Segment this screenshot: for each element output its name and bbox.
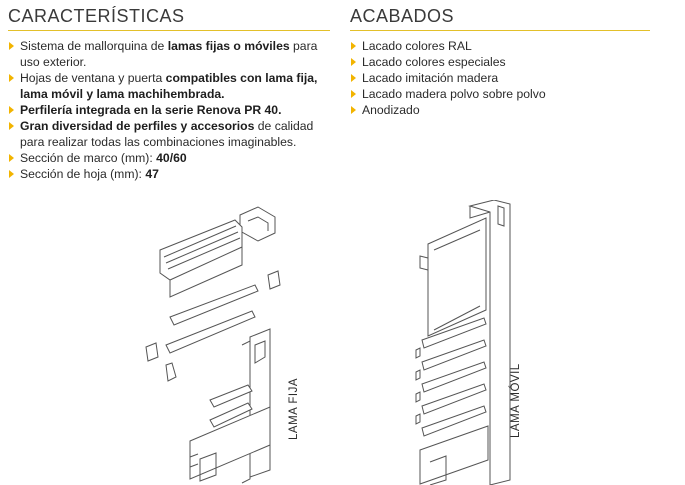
- caracteristica-item: Perfilería integrada en la serie Renova …: [8, 102, 330, 118]
- caracteristica-item: Gran diversidad de perfiles y accesorios…: [8, 118, 330, 150]
- lama-movil-diagram: [415, 200, 511, 485]
- triangle-bullet-icon: [9, 122, 14, 130]
- acabado-item: Anodizado: [350, 102, 650, 118]
- item-text: Lacado colores RAL: [362, 39, 472, 53]
- acabado-item: Lacado colores RAL: [350, 38, 650, 54]
- triangle-bullet-icon: [9, 170, 14, 178]
- item-text: Lacado madera polvo sobre polvo: [362, 87, 546, 101]
- item-text: 47: [145, 167, 159, 181]
- caracteristicas-section: CARACTERÍSTICAS Sistema de mallorquina d…: [8, 0, 330, 182]
- item-text: Lacado colores especiales: [362, 55, 506, 69]
- item-text: lamas fijas o móviles: [167, 39, 290, 53]
- item-text: Sección de marco (mm):: [20, 151, 157, 165]
- triangle-bullet-icon: [9, 74, 14, 82]
- caracteristica-item: Sistema de mallorquina de lamas fijas o …: [8, 38, 330, 70]
- item-text: Lacado imitación madera: [362, 71, 499, 85]
- item-text: 40/60: [156, 151, 187, 165]
- item-text: Sistema de mallorquina de: [20, 39, 168, 53]
- item-text: Perfilería integrada en la serie Renova …: [20, 103, 282, 117]
- caracteristicas-list: Sistema de mallorquina de lamas fijas o …: [8, 38, 330, 182]
- acabados-heading: ACABADOS: [350, 6, 650, 31]
- caracteristica-item: Sección de hoja (mm): 47: [8, 166, 330, 182]
- item-text: compatibles con lama fija, lama móvil y …: [20, 71, 318, 101]
- triangle-bullet-icon: [351, 42, 356, 50]
- triangle-bullet-icon: [9, 106, 14, 114]
- triangle-bullet-icon: [9, 42, 14, 50]
- triangle-bullet-icon: [351, 90, 356, 98]
- acabado-item: Lacado imitación madera: [350, 70, 650, 86]
- item-text: Gran diversidad de perfiles y accesorios: [20, 119, 255, 133]
- item-text: para uso exterior.: [20, 39, 318, 69]
- lama-fija-diagram: [145, 206, 281, 484]
- triangle-bullet-icon: [351, 106, 356, 114]
- triangle-bullet-icon: [351, 58, 356, 66]
- item-text: de calidad para realizar todas las combi…: [20, 119, 314, 149]
- caracteristicas-heading: CARACTERÍSTICAS: [8, 6, 330, 31]
- lama-fija-label: LAMA FIJA: [288, 377, 300, 440]
- caracteristica-item: Sección de marco (mm): 40/60: [8, 150, 330, 166]
- triangle-bullet-icon: [9, 154, 14, 162]
- acabado-item: Lacado madera polvo sobre polvo: [350, 86, 650, 102]
- acabado-item: Lacado colores especiales: [350, 54, 650, 70]
- triangle-bullet-icon: [351, 74, 356, 82]
- caracteristica-item: Hojas de ventana y puerta compatibles co…: [8, 70, 330, 102]
- item-text: Anodizado: [362, 103, 420, 117]
- item-text: Sección de hoja (mm):: [20, 167, 146, 181]
- acabados-list: Lacado colores RAL Lacado colores especia…: [350, 38, 650, 118]
- item-text: Hojas de ventana y puerta: [20, 71, 166, 85]
- lama-movil-label: LAMA MÓVIL: [510, 363, 522, 438]
